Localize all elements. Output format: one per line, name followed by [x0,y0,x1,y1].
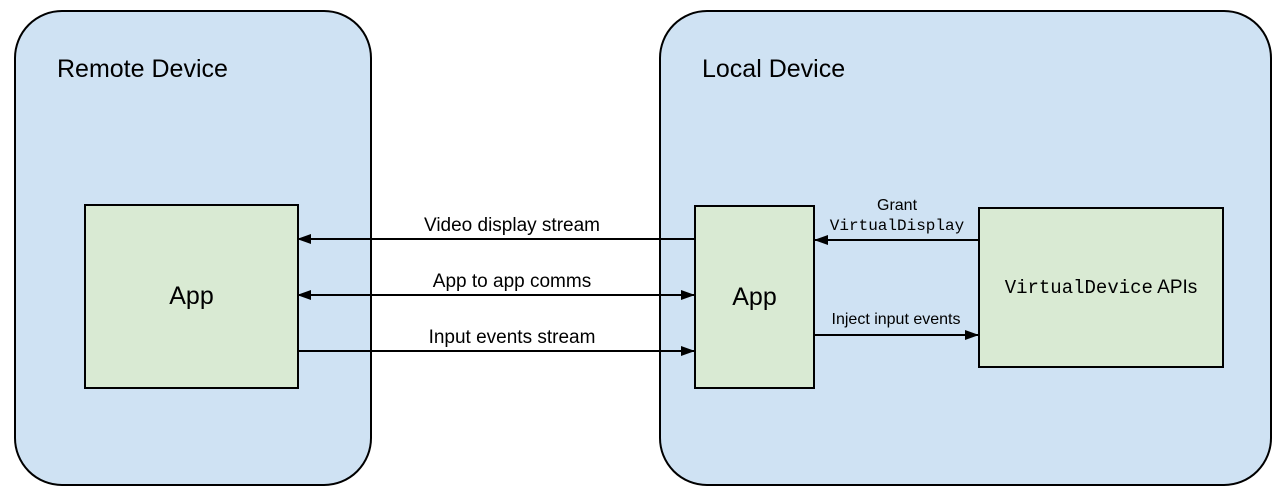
grant-virtualdisplay-arrow [814,235,978,245]
remote-device-title: Remote Device [57,55,228,83]
virtualdevice-apis-box: VirtualDevice APIs [978,207,1224,368]
input-events-stream-label: Input events stream [428,327,596,348]
local-app-box: App [694,205,815,389]
grant-virtualdisplay-label-line1: Grant [876,197,918,214]
inject-input-events-arrow [815,330,979,340]
virtualdevice-apis-label-mono: VirtualDevice [1004,276,1153,299]
arrowhead-right-icon [681,290,695,300]
virtualdevice-apis-label-suffix: APIs [1152,276,1198,298]
remote-app-box: App [84,204,299,389]
arrowhead-left-icon [297,234,311,244]
arrowhead-right-icon [681,346,695,356]
virtualdevice-apis-label: VirtualDevice APIs [1005,277,1198,299]
grant-virtualdisplay-label-line2: VirtualDisplay [829,217,965,235]
remote-device-container: Remote Device App [14,10,372,486]
video-display-stream-arrow [297,234,694,244]
inject-input-events-label: Inject input events [831,311,961,328]
grant-virtualdisplay-label: Grant VirtualDisplay [830,196,964,236]
input-events-stream-arrow [298,346,695,356]
app-to-app-comms-label: App to app comms [432,271,592,292]
arrowhead-left-icon [814,235,828,245]
arrowhead-right-icon [965,330,979,340]
local-device-title: Local Device [702,55,846,83]
local-app-label: App [732,282,777,311]
app-to-app-comms-arrow [297,290,695,300]
video-display-stream-label: Video display stream [423,215,601,236]
remote-app-label: App [169,282,214,310]
arrowhead-left-icon [297,290,311,300]
